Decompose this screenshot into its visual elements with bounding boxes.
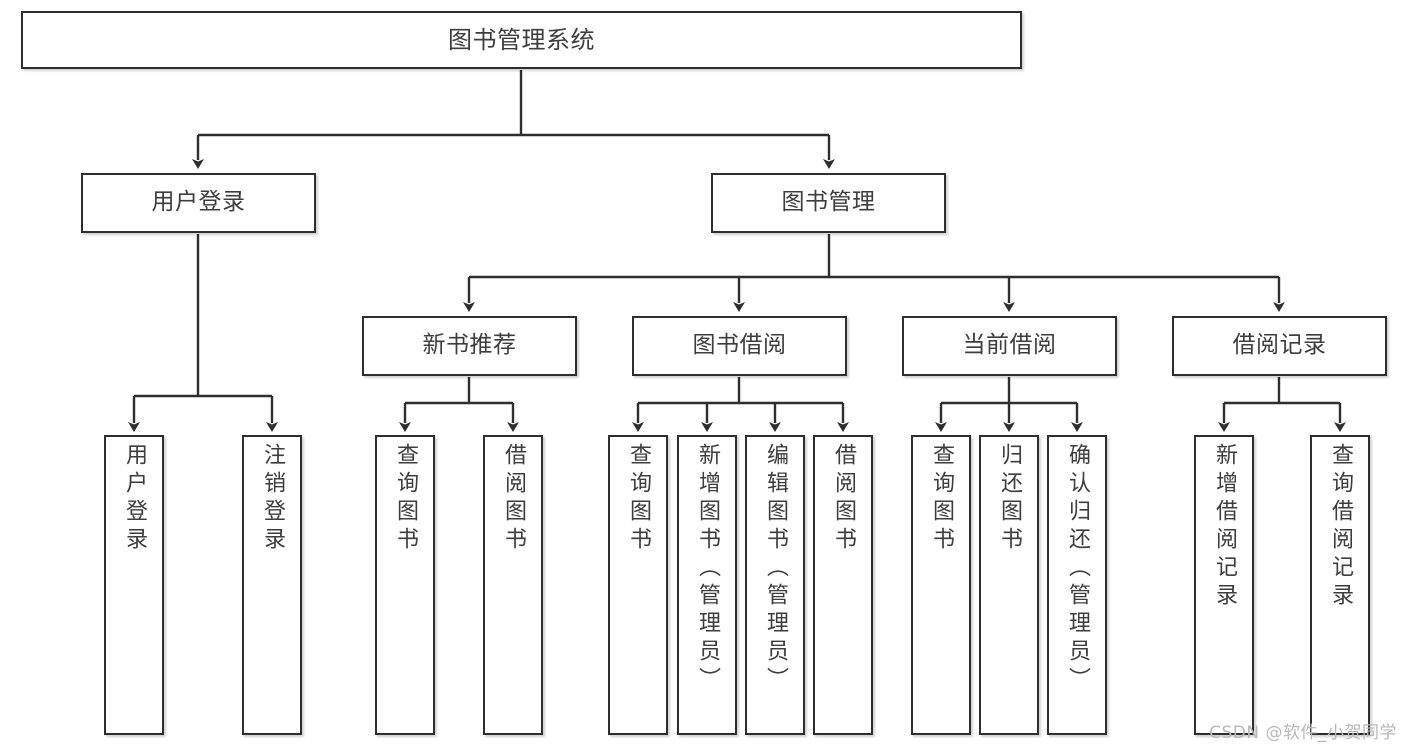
leaf-book-borrow-add[interactable]: 新增图书（管理员） bbox=[677, 435, 737, 735]
node-label: 编辑图书（管理员） bbox=[763, 443, 788, 695]
leaf-current-borrow-confirm[interactable]: 确认归还（管理员） bbox=[1047, 435, 1107, 735]
node-label: 归还图书 bbox=[997, 443, 1022, 555]
node-label: 当前借阅 bbox=[962, 332, 1057, 359]
node-label: 借阅记录 bbox=[1232, 332, 1327, 359]
node-label: 借阅图书 bbox=[831, 443, 856, 555]
node-root-system[interactable]: 图书管理系统 bbox=[21, 11, 1022, 69]
node-current-borrow[interactable]: 当前借阅 bbox=[902, 316, 1117, 376]
node-label: 用户登录 bbox=[151, 189, 246, 216]
node-label: 查询图书 bbox=[626, 443, 651, 555]
node-label: 图书管理系统 bbox=[448, 25, 595, 54]
leaf-new-book-query[interactable]: 查询图书 bbox=[375, 435, 435, 735]
node-new-book-recommend[interactable]: 新书推荐 bbox=[362, 316, 577, 376]
node-label: 图书借阅 bbox=[692, 332, 787, 359]
node-label: 确认归还（管理员） bbox=[1065, 443, 1090, 695]
leaf-user-login-signin[interactable]: 用户登录 bbox=[104, 435, 164, 735]
node-label: 借阅图书 bbox=[501, 443, 526, 555]
node-book-management[interactable]: 图书管理 bbox=[711, 173, 946, 233]
node-label: 新增图书（管理员） bbox=[695, 443, 720, 695]
node-label: 新书推荐 bbox=[422, 332, 517, 359]
watermark-text: CSDN @软件_小贺同学 bbox=[1209, 723, 1397, 743]
leaf-new-book-borrow[interactable]: 借阅图书 bbox=[483, 435, 543, 735]
leaf-current-borrow-return[interactable]: 归还图书 bbox=[979, 435, 1039, 735]
node-label: 图书管理 bbox=[781, 189, 876, 216]
node-book-borrow[interactable]: 图书借阅 bbox=[632, 316, 847, 376]
leaf-current-borrow-query[interactable]: 查询图书 bbox=[911, 435, 971, 735]
node-label: 查询图书 bbox=[929, 443, 954, 555]
node-borrow-record[interactable]: 借阅记录 bbox=[1172, 316, 1387, 376]
node-label: 查询借阅记录 bbox=[1328, 443, 1353, 611]
leaf-book-borrow-query[interactable]: 查询图书 bbox=[608, 435, 668, 735]
node-user-login[interactable]: 用户登录 bbox=[81, 173, 316, 233]
leaf-book-borrow-lend[interactable]: 借阅图书 bbox=[813, 435, 873, 735]
leaf-user-login-signout[interactable]: 注销登录 bbox=[242, 435, 302, 735]
node-label: 注销登录 bbox=[260, 443, 285, 555]
node-label: 用户登录 bbox=[122, 443, 147, 555]
node-label: 新增借阅记录 bbox=[1212, 443, 1237, 611]
node-label: 查询图书 bbox=[393, 443, 418, 555]
leaf-book-borrow-edit[interactable]: 编辑图书（管理员） bbox=[745, 435, 805, 735]
leaf-borrow-record-query[interactable]: 查询借阅记录 bbox=[1310, 435, 1370, 735]
leaf-borrow-record-add[interactable]: 新增借阅记录 bbox=[1194, 435, 1254, 735]
